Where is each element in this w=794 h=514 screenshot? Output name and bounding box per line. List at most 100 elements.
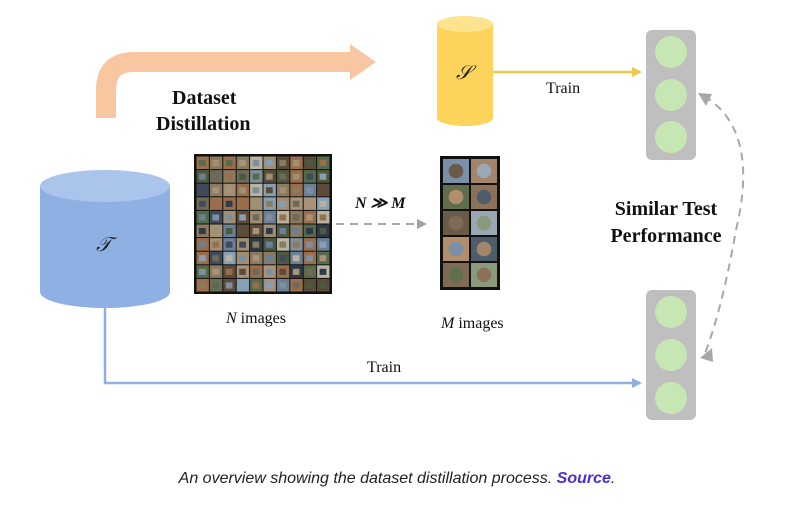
distillation-arrowhead (350, 44, 376, 80)
original-image-detail (225, 255, 233, 262)
original-image-detail (266, 173, 273, 180)
original-image-detail (212, 173, 220, 180)
original-image-detail (266, 282, 273, 289)
original-image-detail (239, 268, 246, 275)
original-image-detail (292, 173, 300, 180)
original-image-detail (266, 200, 273, 207)
original-image-detail (239, 200, 246, 207)
original-image-detail (212, 268, 220, 275)
original-image-detail (319, 187, 327, 194)
original-image-detail (292, 160, 300, 167)
original-image-detail (212, 255, 220, 262)
m-images-var: M (441, 315, 455, 332)
synthetic-image-detail (448, 189, 464, 205)
original-dataset-cylinder (40, 170, 170, 308)
original-image-detail (225, 173, 233, 180)
original-image-detail (319, 228, 327, 235)
similar-performance-arrow (703, 95, 745, 357)
original-image-detail (279, 255, 287, 262)
original-image-detail (239, 187, 246, 194)
original-image-detail (266, 187, 273, 194)
original-image-detail (199, 200, 206, 207)
caption-source-link[interactable]: Source (556, 470, 611, 487)
figure-caption: An overview showing the dataset distilla… (0, 470, 794, 488)
similar-performance-arrowhead-bottom (700, 348, 713, 362)
synthetic-image-detail (448, 163, 464, 179)
synthetic-image-detail (476, 215, 492, 231)
original-image-detail (279, 160, 287, 167)
original-image-detail (292, 214, 300, 221)
original-image-detail (212, 187, 220, 194)
train-label-top: Train (546, 80, 581, 97)
original-image-detail (199, 268, 206, 275)
original-image-detail (239, 241, 246, 248)
original-image-detail (252, 187, 260, 194)
original-images-grid (194, 154, 332, 294)
original-image-detail (199, 241, 206, 248)
original-image-detail (266, 255, 273, 262)
synthetic-image-detail (476, 163, 492, 179)
original-image-detail (252, 173, 260, 180)
dataset-distillation-label-line1: Dataset (172, 87, 237, 109)
original-image-detail (212, 282, 220, 289)
original-image-detail (212, 241, 220, 248)
dataset-distillation-label-line2: Distillation (156, 113, 251, 135)
performance-line1: Similar Test (614, 198, 718, 220)
original-image-detail (306, 228, 313, 235)
original-image-detail (252, 268, 260, 275)
original-image-detail (225, 282, 233, 289)
original-image-detail (212, 228, 220, 235)
original-image-detail (212, 200, 220, 207)
original-image-detail (225, 241, 233, 248)
original-image-detail (279, 241, 287, 248)
original-image-detail (279, 228, 287, 235)
original-image-detail (306, 241, 313, 248)
train-arrow-bottom (103, 308, 642, 388)
original-image-detail (252, 255, 260, 262)
original-image-detail (266, 214, 273, 221)
original-image-detail (319, 173, 327, 180)
synthetic-image-detail (476, 267, 492, 283)
original-image-detail (225, 228, 233, 235)
dataset-distillation-label: Dataset (172, 86, 236, 110)
original-image-detail (279, 200, 287, 207)
original-image-detail (252, 241, 260, 248)
original-image-detail (292, 241, 300, 248)
original-image-detail (225, 160, 233, 167)
performance-line2: Performance (610, 225, 722, 247)
original-image-detail (199, 214, 206, 221)
original-image-detail (199, 160, 206, 167)
original-image-detail (292, 255, 300, 262)
original-image-detail (239, 228, 246, 235)
original-image-detail (266, 160, 273, 167)
original-image-detail (319, 200, 327, 207)
original-image-detail (212, 160, 220, 167)
original-image-detail (252, 200, 260, 207)
original-image-detail (266, 268, 273, 275)
synthetic-image-detail (448, 241, 464, 257)
original-image-detail (252, 228, 260, 235)
original-image-detail (266, 228, 273, 235)
original-image-detail (252, 214, 260, 221)
m-images-label: M images (441, 315, 504, 333)
original-image-detail (252, 282, 260, 289)
n-images-var: N (226, 310, 237, 327)
original-image-detail (306, 214, 313, 221)
original-image-detail (306, 268, 313, 275)
original-image-detail (225, 214, 233, 221)
original-image-detail (292, 228, 300, 235)
similar-performance-arrowhead-top (698, 93, 712, 106)
original-image-detail (239, 160, 246, 167)
original-image-detail (319, 268, 327, 275)
synthetic-image-detail (448, 215, 464, 231)
original-image-detail (279, 282, 287, 289)
original-image-detail (319, 214, 327, 221)
model-top (646, 30, 696, 160)
original-image-detail (306, 173, 313, 180)
original-image-detail (292, 282, 300, 289)
synthetic-dataset-symbol: 𝒮 (456, 62, 472, 84)
original-image-detail (239, 214, 246, 221)
train-label-bottom: Train (367, 359, 402, 376)
